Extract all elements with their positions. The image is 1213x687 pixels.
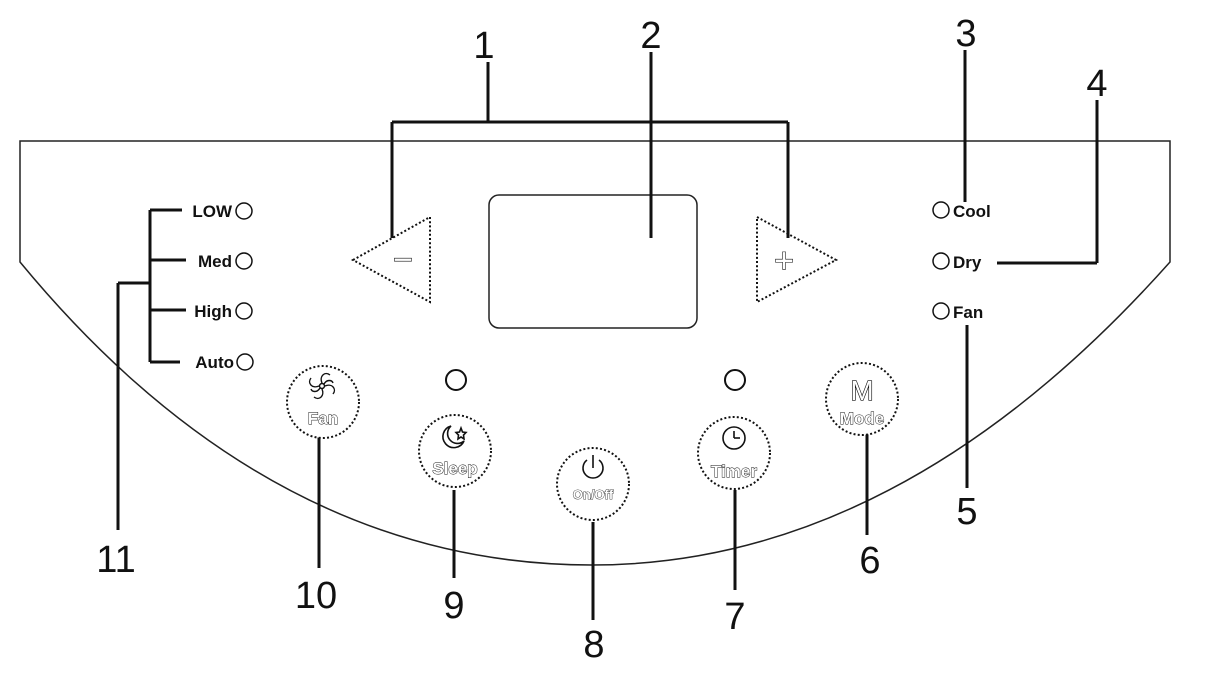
speed-label-high: High [194,302,232,321]
mode-indicators: Cool Dry Fan [932,201,991,322]
mode-button-label: Mode [840,409,884,428]
display-window [488,194,698,329]
sleep-button-label: Sleep [432,459,477,478]
callout-2: 2 [640,15,661,57]
speed-led-high [235,302,253,320]
callout-9: 9 [443,585,464,627]
power-icon [582,455,604,479]
minus-label: − [393,241,413,279]
timer-button-label: Timer [711,462,757,481]
m-icon: M [850,375,873,406]
callout-7: 7 [724,596,745,638]
speed-led-med [235,252,253,270]
mode-led-cool [932,201,950,219]
minus-button[interactable]: − [350,215,431,304]
plus-label: + [774,242,794,280]
mode-label-dry: Dry [953,253,982,272]
fan-button[interactable]: Fan [286,365,360,439]
speed-led-auto [236,353,254,371]
callout-6: 6 [859,540,880,582]
fan-icon [308,372,336,400]
timer-indicator-led [724,369,746,391]
fan-button-label: Fan [308,409,338,428]
mode-led-dry [932,252,950,270]
moon-star-icon [442,425,468,449]
leader-lines [116,50,1099,620]
mode-button[interactable]: M Mode [825,362,899,436]
plus-button[interactable]: + [756,215,839,304]
callout-8: 8 [583,624,604,666]
callout-1: 1 [473,25,494,67]
speed-led-low [235,202,253,220]
callout-5: 5 [956,491,977,533]
speed-label-auto: Auto [195,353,234,372]
on-off-button[interactable]: On/Off [556,447,630,521]
speed-label-med: Med [198,252,232,271]
on-off-button-label: On/Off [573,487,614,502]
callout-3: 3 [955,13,976,55]
callout-10: 10 [295,575,337,617]
callout-11: 11 [96,539,135,581]
speed-indicators: LOW Med High Auto [192,202,254,372]
sleep-button[interactable]: Sleep [418,414,492,488]
speed-label-low: LOW [192,202,233,221]
sleep-indicator-led [445,369,467,391]
mode-label-fan: Fan [953,303,983,322]
callout-4: 4 [1086,63,1107,105]
mode-label-cool: Cool [953,202,991,221]
timer-button[interactable]: Timer [697,416,771,490]
mode-led-fan [932,302,950,320]
clock-icon [722,426,746,450]
